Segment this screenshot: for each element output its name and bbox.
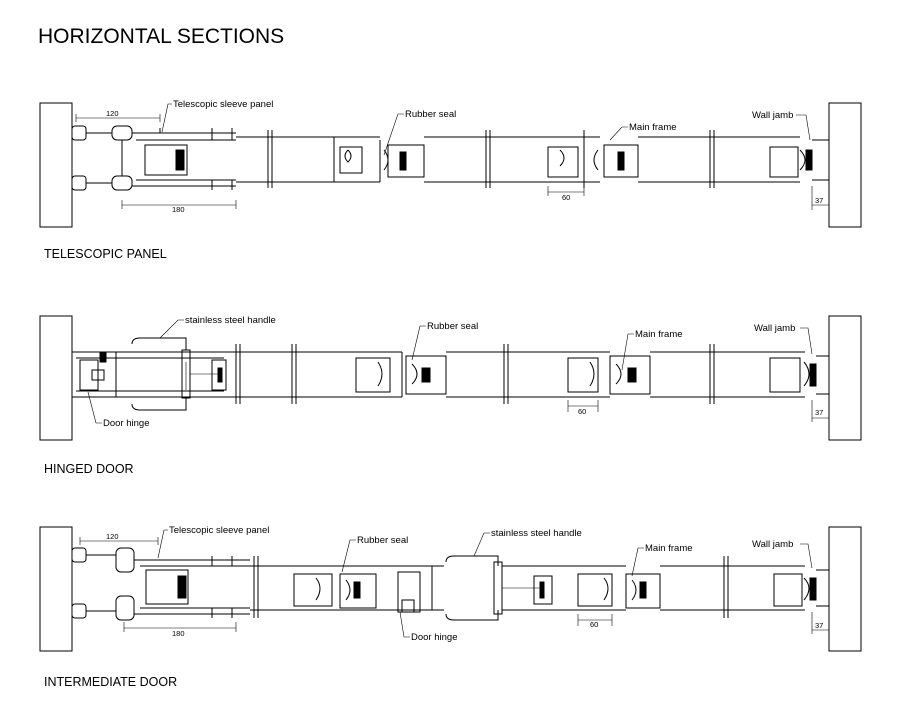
- dim-37: 37: [815, 196, 823, 205]
- dim-60: 60: [590, 620, 598, 629]
- dim-180: 180: [172, 629, 185, 638]
- label-rubber-seal: Rubber seal: [427, 321, 478, 332]
- caption-telescopic-panel: TELESCOPIC PANEL: [44, 247, 167, 261]
- left-wall: [39, 315, 73, 441]
- caption-intermediate-door: INTERMEDIATE DOOR: [44, 675, 177, 689]
- label-rubber-seal: Rubber seal: [357, 535, 408, 546]
- section-telescopic-panel: 120 180 60 37 Telescopic sleeve panel Ru…: [39, 99, 862, 261]
- label-wall-jamb: Wall jamb: [752, 110, 793, 121]
- label-telescopic-sleeve-panel: Telescopic sleeve panel: [173, 99, 273, 110]
- label-telescopic-sleeve-panel: Telescopic sleeve panel: [169, 525, 269, 536]
- panel-run: [250, 555, 829, 621]
- right-wall: [828, 526, 862, 652]
- callouts: stainless steel handle Door hinge Rubber…: [87, 315, 813, 429]
- telescopic-sleeve: [132, 128, 236, 190]
- label-main-frame: Main frame: [635, 329, 683, 340]
- label-stainless-steel-handle: stainless steel handle: [491, 528, 582, 539]
- dim-120: 120: [106, 532, 119, 541]
- right-wall: [828, 102, 862, 228]
- dimension-lines: 120 180 60 37: [79, 532, 829, 638]
- label-wall-jamb: Wall jamb: [752, 539, 793, 550]
- caption-hinged-door: HINGED DOOR: [44, 462, 134, 476]
- right-wall: [828, 315, 862, 441]
- left-wall: [39, 102, 73, 228]
- section-intermediate-door: 120 180 60 37 Telescopic sleeve panel Ru…: [39, 525, 862, 689]
- page-title: HORIZONTAL SECTIONS: [38, 25, 284, 48]
- label-stainless-steel-handle: stainless steel handle: [185, 315, 276, 326]
- label-rubber-seal: Rubber seal: [405, 109, 456, 120]
- label-main-frame: Main frame: [645, 543, 693, 554]
- callouts: Telescopic sleeve panel Rubber seal stai…: [157, 525, 813, 643]
- label-main-frame: Main frame: [629, 122, 677, 133]
- left-wall: [39, 526, 73, 652]
- dim-180: 180: [172, 205, 185, 214]
- dimension-lines: 60 37: [567, 400, 829, 422]
- dim-60: 60: [578, 407, 586, 416]
- panel-run: [224, 344, 829, 404]
- dim-60: 60: [562, 193, 570, 202]
- dimension-lines: 120 180 60 37: [75, 109, 829, 214]
- label-door-hinge: Door hinge: [103, 418, 149, 429]
- left-frame-clamp: [71, 125, 133, 191]
- dim-37: 37: [815, 621, 823, 630]
- panel-run: [236, 130, 829, 188]
- telescopic-sleeve: [134, 556, 250, 618]
- label-door-hinge: Door hinge: [411, 632, 457, 643]
- dim-120: 120: [106, 109, 119, 118]
- door-frame: [72, 337, 227, 411]
- label-wall-jamb: Wall jamb: [754, 323, 795, 334]
- left-frame-clamp: [71, 547, 135, 621]
- callouts: Telescopic sleeve panel Rubber seal Main…: [161, 99, 811, 156]
- dim-37: 37: [815, 408, 823, 417]
- section-hinged-door: 60 37 stainless steel handle Door hinge …: [39, 315, 862, 476]
